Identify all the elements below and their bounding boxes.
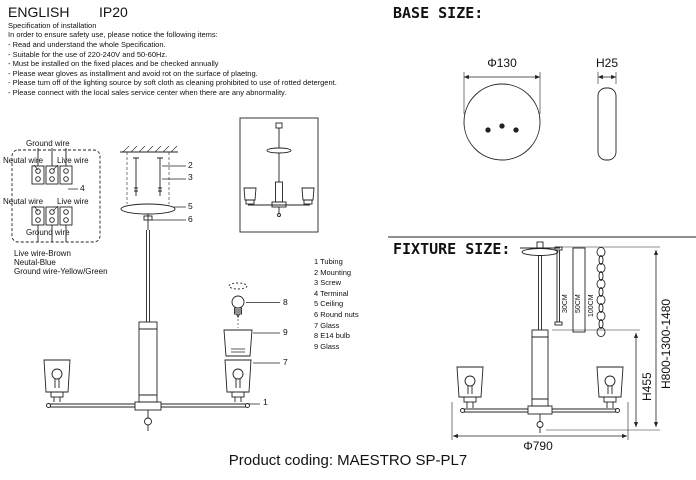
chandelier-main-drawing bbox=[43, 230, 280, 431]
wiring-legend-neutral: Neutal-Blue bbox=[14, 258, 56, 268]
parts-list-item: 8 E14 bulb bbox=[314, 331, 350, 341]
product-coding: Product coding: MAESTRO SP-PL7 bbox=[228, 452, 468, 469]
fixture-diameter-label: Φ790 bbox=[523, 439, 553, 453]
ip-rating-label: IP20 bbox=[99, 4, 128, 20]
base-size-heading: BASE SIZE: bbox=[393, 4, 484, 22]
wiring-legend-live: Live wire-Brown bbox=[14, 249, 71, 258]
wiring-neutral-label-2: Neutal wire bbox=[3, 197, 44, 206]
spec-item: - Please wear gloves as installment and … bbox=[8, 68, 258, 78]
parts-list: 1 Tubing 2 Mounting 3 Screw 4 Terminal 5… bbox=[314, 257, 359, 352]
spec-items: - Read and understand the whole Specific… bbox=[8, 40, 337, 98]
callout-ceiling: 5 bbox=[188, 201, 193, 211]
wiring-live-label-2: Live wire bbox=[57, 197, 89, 206]
overall-height-label: H800-1300-1480 bbox=[659, 298, 673, 389]
callout-glass: 7 bbox=[283, 357, 288, 367]
parts-list-item: 3 Screw bbox=[314, 278, 342, 288]
rod-100cm-label: 100CM bbox=[588, 294, 595, 317]
assembly-inset-drawing bbox=[239, 117, 319, 233]
callout-glass-upper: 9 bbox=[283, 327, 288, 337]
wiring-legend-ground: Ground wire-Yellow/Green bbox=[14, 267, 108, 277]
callout-terminal: 4 bbox=[80, 183, 85, 193]
fixture-size-heading: FIXTURE SIZE: bbox=[393, 240, 511, 258]
base-height-label: H25 bbox=[595, 56, 618, 70]
base-top-view bbox=[463, 72, 541, 161]
spec-item: - Must be installed on the fixed places … bbox=[8, 59, 219, 69]
spec-item: - Suitable for the use of 220-240V and 5… bbox=[8, 49, 168, 59]
wiring-terminal-drawing bbox=[11, 148, 101, 243]
base-diameter-label: Φ130 bbox=[487, 56, 517, 70]
parts-list-item: 4 Terminal bbox=[314, 288, 349, 298]
parts-list-item: 5 Ceiling bbox=[314, 299, 344, 309]
callout-bulb: 8 bbox=[283, 297, 288, 307]
spec-item: - Please connect with the local sales se… bbox=[8, 87, 287, 97]
spec-item: - Read and understand the whole Specific… bbox=[8, 40, 166, 49]
wiring-ground-bottom-label: Ground wire bbox=[26, 228, 70, 237]
fixture-dimension-drawing bbox=[451, 241, 660, 440]
callout-mounting: 2 bbox=[188, 160, 193, 170]
parts-list-item: 1 Tubing bbox=[314, 257, 343, 266]
parts-list-item: 7 Glass bbox=[314, 320, 340, 330]
fixture-height-label: H455 bbox=[640, 372, 654, 401]
callout-tubing: 1 bbox=[263, 397, 268, 407]
rod-50cm-label: 50CM bbox=[575, 294, 582, 313]
spec-item: - Please tum off of the lighting source … bbox=[8, 78, 337, 88]
language-label: ENGLISH bbox=[8, 4, 70, 20]
base-side-view bbox=[597, 72, 617, 161]
callout-screw: 3 bbox=[188, 172, 193, 182]
callout-round-nuts: 6 bbox=[188, 214, 193, 224]
rod-30cm-label: 30CM bbox=[562, 294, 569, 313]
wiring-live-label-1: Live wire bbox=[57, 156, 89, 165]
parts-list-item: 9 Glass bbox=[314, 341, 340, 351]
ceiling-mount-detail bbox=[120, 145, 186, 230]
wiring-ground-top-label: Ground wire bbox=[26, 139, 70, 148]
spec-intro: In order to ensure safety use, please no… bbox=[8, 30, 218, 39]
wiring-legend: Live wire-Brown Neutal-Blue Ground wire-… bbox=[14, 249, 108, 277]
spec-title: Specification of installation bbox=[8, 21, 97, 30]
parts-list-item: 6 Round nuts bbox=[314, 309, 359, 319]
wiring-neutral-label-1: Neutal wire bbox=[3, 156, 44, 165]
parts-list-item: 2 Mounting bbox=[314, 267, 352, 277]
